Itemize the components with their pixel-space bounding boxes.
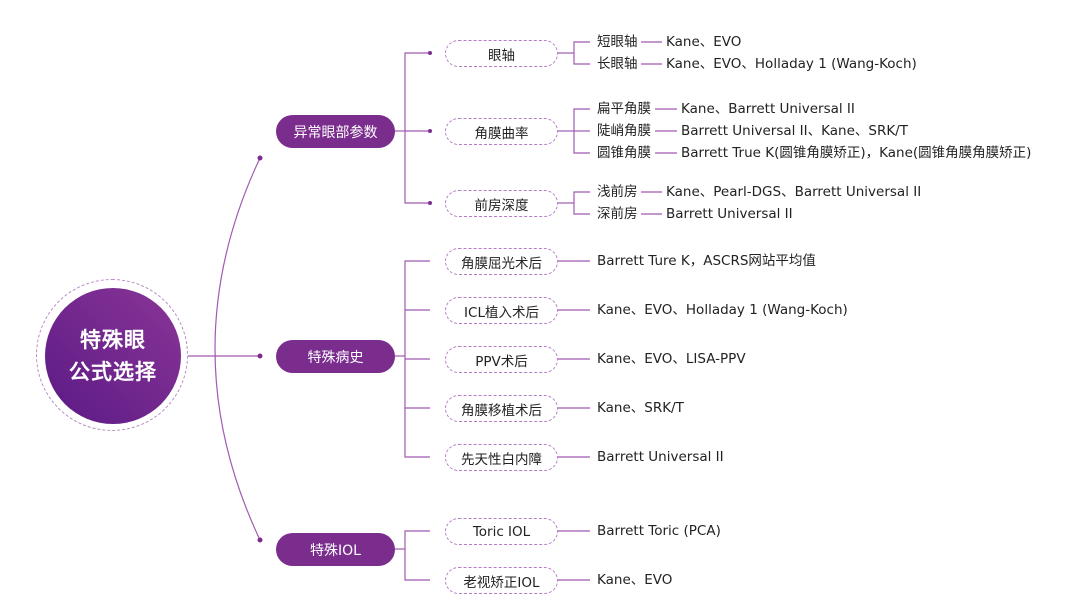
branch-special-history: 特殊病史 <box>276 340 395 373</box>
node-post-refractive: 角膜屈光术后 <box>445 248 558 275</box>
leaf-value: Kane、SRK/T <box>597 400 684 416</box>
leaf-label: 扁平角膜 <box>597 101 651 117</box>
leaf-label: 陡峭角膜 <box>597 123 651 139</box>
node-acd: 前房深度 <box>445 190 558 217</box>
leaf-value: Barrett True K(圆锥角膜矫正)，Kane(圆锥角膜角膜矫正) <box>681 145 1032 161</box>
leaf-label: 浅前房 <box>597 184 638 200</box>
leaf-label: 短眼轴 <box>597 34 638 50</box>
leaf-label: 长眼轴 <box>597 56 638 72</box>
root-node: 特殊眼 公式选择 <box>45 288 181 424</box>
node-post-keratoplasty: 角膜移植术后 <box>445 395 558 422</box>
leaf-value: Kane、EVO、Holladay 1 (Wang-Koch) <box>666 56 917 72</box>
root-line-2: 公式选择 <box>69 360 157 384</box>
leaf-value: Barrett Universal II、Kane、SRK/T <box>681 123 908 139</box>
leaf-value: Barrett Universal II <box>666 206 793 222</box>
node-presbyopia-iol: 老视矫正IOL <box>445 567 558 594</box>
root-line-1: 特殊眼 <box>80 328 146 352</box>
node-corneal-curvature: 角膜曲率 <box>445 118 558 145</box>
leaf-value: Kane、Pearl-DGS、Barrett Universal II <box>666 184 922 200</box>
leaf-value: Kane、EVO <box>666 34 742 50</box>
leaf-label: 圆锥角膜 <box>597 145 651 161</box>
node-post-icl: ICL植入术后 <box>445 297 558 324</box>
leaf-value: Barrett Universal II <box>597 449 724 465</box>
node-axial-length: 眼轴 <box>445 40 558 67</box>
node-toric-iol: Toric IOL <box>445 518 558 545</box>
leaf-value: Kane、EVO、Holladay 1 (Wang-Koch) <box>597 302 848 318</box>
leaf-value: Kane、Barrett Universal II <box>681 101 855 117</box>
leaf-label: 深前房 <box>597 206 638 222</box>
branch-abnormal-params: 异常眼部参数 <box>276 115 395 148</box>
node-post-ppv: PPV术后 <box>445 346 558 373</box>
node-congenital-cataract: 先天性白内障 <box>445 444 558 471</box>
leaf-value: Barrett Toric (PCA) <box>597 523 721 539</box>
branch-special-iol: 特殊IOL <box>276 533 395 566</box>
leaf-value: Kane、EVO、LISA-PPV <box>597 351 746 367</box>
root-node-ring <box>36 279 188 431</box>
leaf-value: Barrett Ture K，ASCRS网站平均值 <box>597 253 816 269</box>
leaf-value: Kane、EVO <box>597 572 673 588</box>
